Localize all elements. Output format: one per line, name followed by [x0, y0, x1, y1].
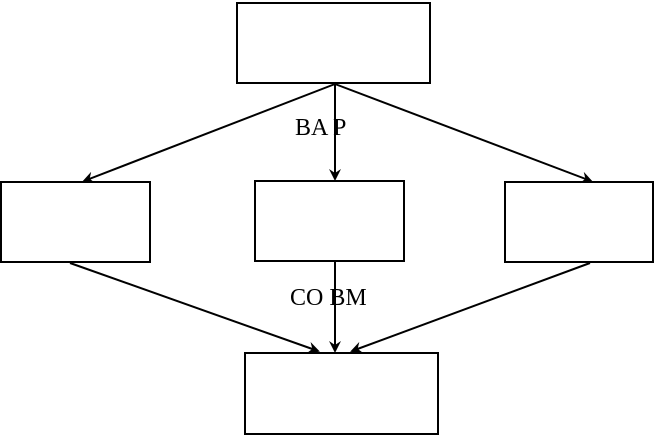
edge-right-bottom	[350, 262, 591, 354]
node-left	[0, 181, 151, 263]
node-middle	[254, 180, 405, 262]
edge-top-left	[82, 83, 336, 183]
edge-left-bottom	[69, 262, 320, 354]
edge-label-bap: BA P	[295, 115, 346, 141]
node-top	[236, 2, 431, 84]
edge-label-cobm: CO BM	[290, 285, 367, 311]
node-bottom	[244, 352, 439, 435]
edge-top-right	[334, 83, 593, 184]
node-right	[504, 181, 654, 263]
